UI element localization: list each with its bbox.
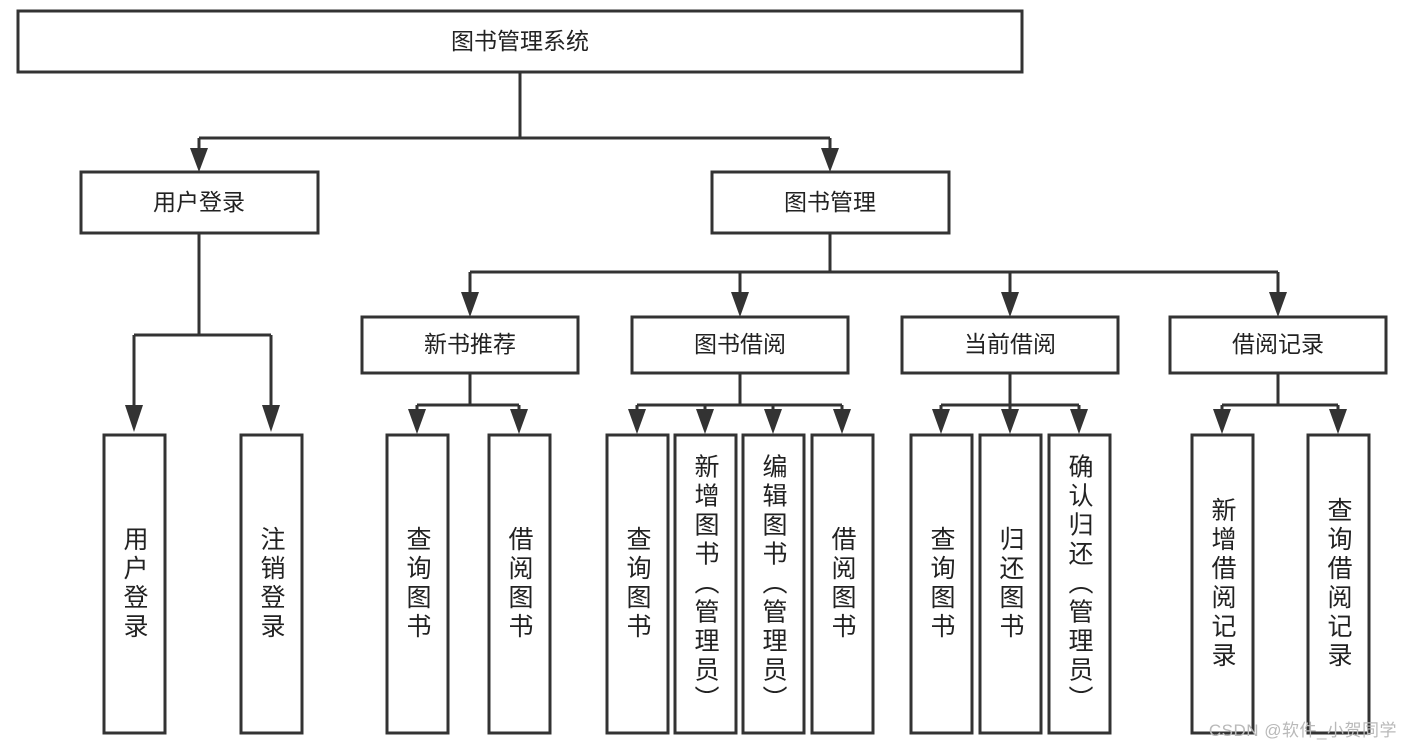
node-borrow-record[interactable]: 借阅记录 — [1168, 315, 1388, 375]
leaf-confirm-return[interactable]: 确认归还（管理员） — [1047, 433, 1112, 735]
leaf-query-borrow-record-box[interactable] — [1306, 433, 1371, 735]
leaf-edit-book-box[interactable] — [741, 433, 806, 735]
leaf-query-book-current-label: 查询图书 — [927, 526, 956, 642]
arrow-head-book-borrow — [731, 292, 749, 317]
leaf-query-book-current[interactable]: 查询图书 — [909, 433, 974, 735]
arrow-head-leaf-borrow-book-1 — [510, 409, 528, 434]
leaf-confirm-return-box[interactable] — [1047, 433, 1112, 735]
node-user-login-label: 用户登录 — [153, 189, 245, 215]
leaf-add-borrow-record[interactable]: 新增借阅记录 — [1190, 433, 1255, 735]
node-borrow-record-label: 借阅记录 — [1232, 331, 1324, 357]
node-current-borrow-box[interactable] — [900, 315, 1120, 375]
arrow-head-leaf-query-book-1 — [408, 409, 426, 434]
leaf-query-book-recommend-box[interactable] — [385, 433, 450, 735]
node-book-borrow-label: 图书借阅 — [694, 331, 786, 357]
arrow-head-leaf-query-record — [1329, 409, 1347, 434]
arrow-head-leaf-query-book-3 — [932, 409, 950, 434]
leaf-query-book-borrow-label: 查询图书 — [623, 526, 652, 642]
node-book-management[interactable]: 图书管理 — [710, 170, 951, 235]
node-new-book-recommend-box[interactable] — [360, 315, 580, 375]
leaf-logout-label: 注销登录 — [257, 526, 286, 642]
arrow-head-borrow-record — [1269, 292, 1287, 317]
arrow-head-leaf-query-book-2 — [628, 409, 646, 434]
leaf-borrow-book-label: 借阅图书 — [828, 526, 857, 642]
leaf-edit-book-label: 编辑图书（管理员） — [759, 454, 788, 715]
leaf-borrow-book[interactable]: 借阅图书 — [810, 433, 875, 735]
leaf-return-book-label: 归还图书 — [996, 526, 1025, 642]
leaf-borrow-book-box[interactable] — [810, 433, 875, 735]
leaf-user-login-label: 用户登录 — [120, 526, 149, 642]
node-user-login[interactable]: 用户登录 — [79, 170, 320, 235]
arrow-head-leaf-confirm-return — [1070, 409, 1088, 434]
arrow-head-leaf-borrow-book-2 — [833, 409, 851, 434]
leaf-borrow-book-recommend[interactable]: 借阅图书 — [487, 433, 552, 735]
arrow-head-leaf-edit-book — [764, 409, 782, 434]
arrow-head-current-borrow — [1001, 292, 1019, 317]
leaf-query-book-borrow-box[interactable] — [605, 433, 670, 735]
leaf-add-book[interactable]: 新增图书（管理员） — [673, 433, 738, 735]
node-book-borrow[interactable]: 图书借阅 — [630, 315, 850, 375]
connector-group — [125, 72, 1347, 434]
leaf-edit-book[interactable]: 编辑图书（管理员） — [741, 433, 806, 735]
leaf-query-book-current-box[interactable] — [909, 433, 974, 735]
arrow-head-leaf-return-book — [1001, 409, 1019, 434]
leaf-query-book-recommend[interactable]: 查询图书 — [385, 433, 450, 735]
leaf-user-login[interactable]: 用户登录 — [102, 433, 167, 735]
leaf-add-book-box[interactable] — [673, 433, 738, 735]
leaf-query-book-recommend-label: 查询图书 — [403, 526, 432, 642]
arrow-head-leaf-add-record — [1213, 409, 1231, 434]
leaf-add-book-label: 新增图书（管理员） — [691, 454, 720, 715]
leaf-borrow-book-recommend-label: 借阅图书 — [505, 526, 534, 642]
arrow-head-leaf-logout — [262, 405, 280, 432]
leaf-query-borrow-record[interactable]: 查询借阅记录 — [1306, 433, 1371, 735]
leaf-add-borrow-record-label: 新增借阅记录 — [1208, 497, 1237, 671]
leaf-user-login-box[interactable] — [102, 433, 167, 735]
arrow-head-new-book — [461, 292, 479, 317]
leaf-query-book-borrow[interactable]: 查询图书 — [605, 433, 670, 735]
leaf-logout[interactable]: 注销登录 — [239, 433, 304, 735]
leaf-query-borrow-record-label: 查询借阅记录 — [1324, 497, 1353, 671]
node-current-borrow-label: 当前借阅 — [964, 331, 1056, 357]
leaf-return-book-box[interactable] — [978, 433, 1043, 735]
arrow-head-user-login — [190, 148, 208, 172]
arrow-head-leaf-user-login — [125, 405, 143, 432]
node-current-borrow[interactable]: 当前借阅 — [900, 315, 1120, 375]
leaf-logout-box[interactable] — [239, 433, 304, 735]
node-book-management-label: 图书管理 — [784, 189, 876, 215]
node-book-borrow-box[interactable] — [630, 315, 850, 375]
node-user-login-box[interactable] — [79, 170, 320, 235]
leaf-add-borrow-record-box[interactable] — [1190, 433, 1255, 735]
leaf-return-book[interactable]: 归还图书 — [978, 433, 1043, 735]
node-new-book-recommend-label: 新书推荐 — [424, 331, 516, 357]
node-root[interactable]: 图书管理系统 — [16, 9, 1024, 74]
node-borrow-record-box[interactable] — [1168, 315, 1388, 375]
leaf-confirm-return-label: 确认归还（管理员） — [1065, 454, 1094, 715]
node-new-book-recommend[interactable]: 新书推荐 — [360, 315, 580, 375]
arrow-head-leaf-add-book — [696, 409, 714, 434]
node-root-label: 图书管理系统 — [451, 28, 589, 54]
node-book-management-box[interactable] — [710, 170, 951, 235]
arrow-head-book-mgmt — [821, 148, 839, 172]
node-root-box[interactable] — [16, 9, 1024, 74]
leaf-borrow-book-recommend-box[interactable] — [487, 433, 552, 735]
